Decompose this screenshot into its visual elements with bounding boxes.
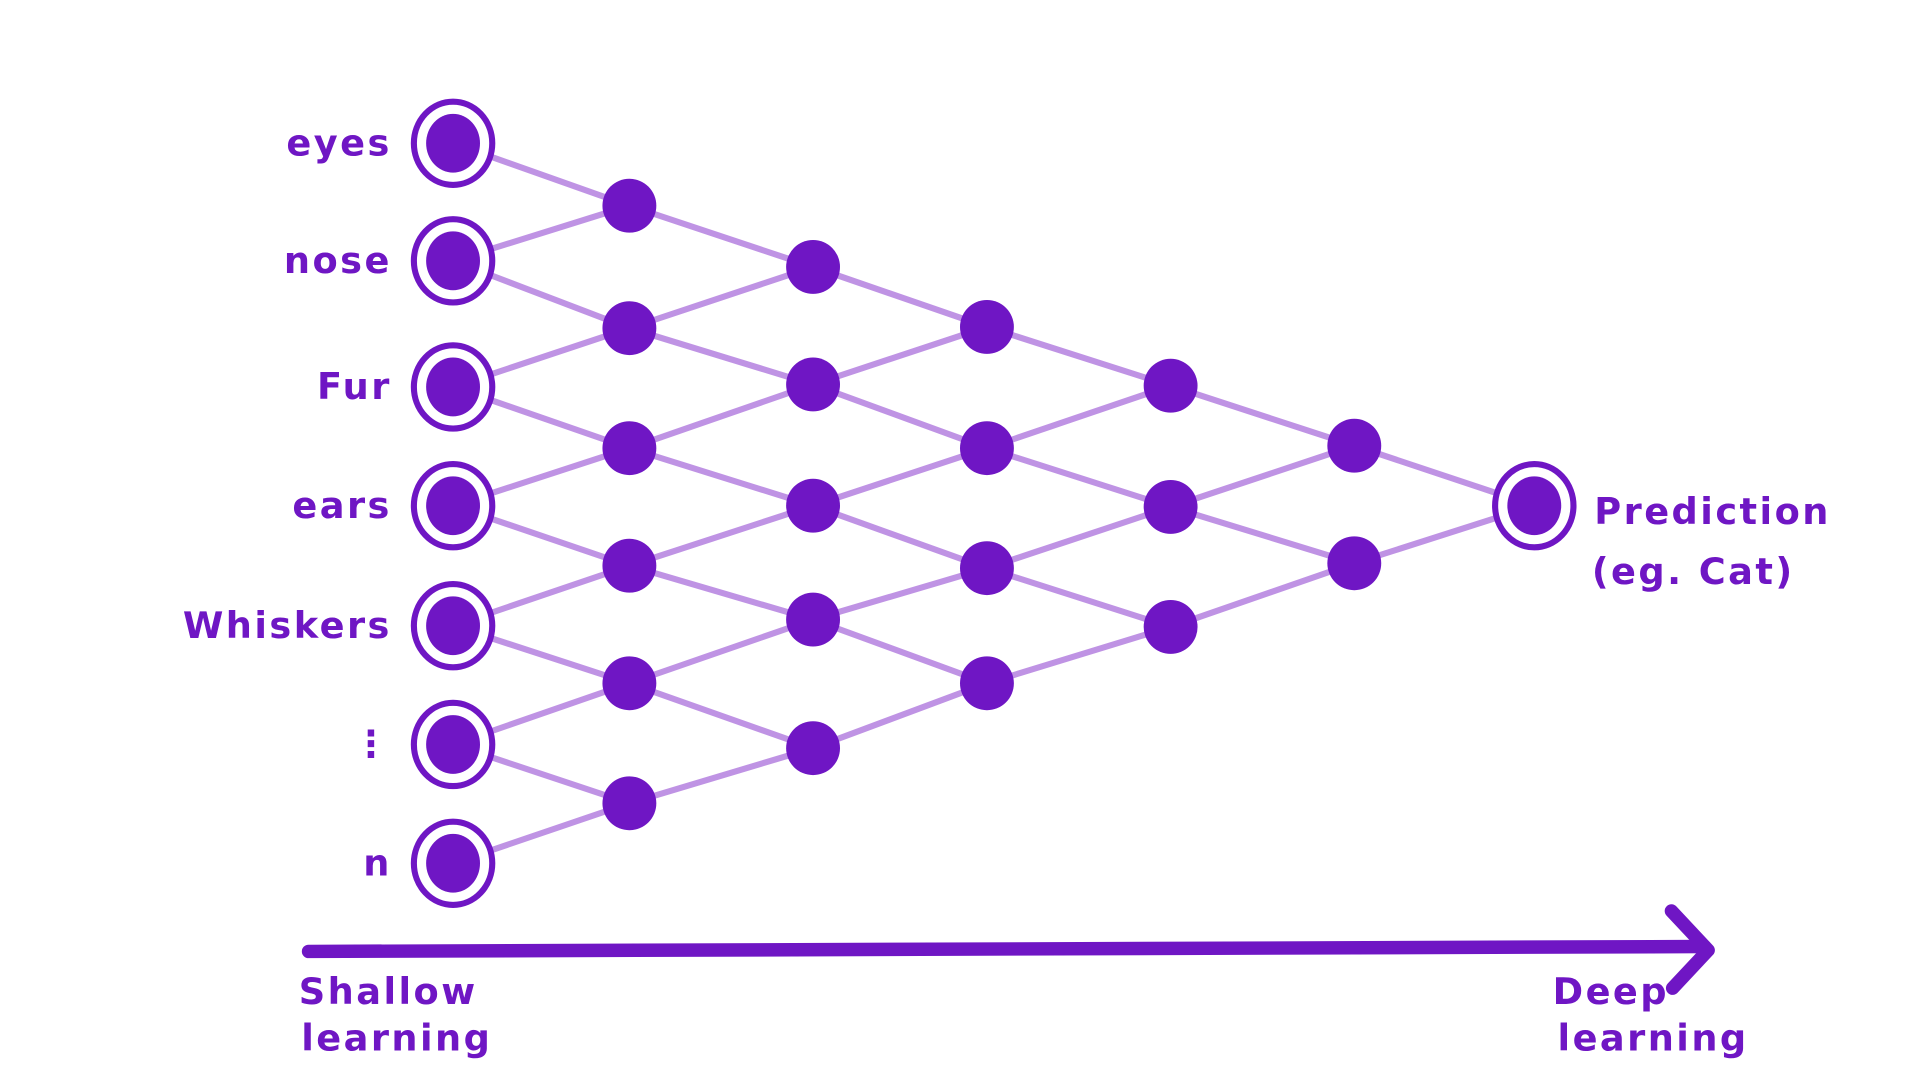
edge (1169, 560, 1356, 630)
input-label: Fur (317, 365, 392, 408)
hidden-node (960, 541, 1014, 596)
hidden-node (602, 656, 657, 711)
nodes (410, 98, 1577, 908)
edge (628, 381, 815, 452)
edges (451, 140, 1536, 867)
shallow-label-line1: Shallow (299, 970, 478, 1013)
edge (986, 565, 1172, 630)
input-node (426, 476, 480, 536)
shallow-label-line2: learning (301, 1017, 492, 1060)
hidden-node (602, 776, 657, 831)
edge (812, 502, 988, 572)
edge (628, 202, 815, 270)
deep-label-line2: learning (1558, 1017, 1749, 1060)
input-node (426, 596, 480, 656)
output-label-line2: (eg. Cat) (1592, 550, 1795, 593)
edge (628, 745, 814, 807)
hidden-node (1143, 600, 1198, 654)
edge (985, 504, 1172, 572)
input-node (426, 833, 480, 893)
hidden-node (1327, 418, 1382, 473)
edge (986, 445, 1172, 510)
hidden-node (1327, 536, 1382, 591)
input-label: ears (292, 484, 391, 527)
edge (628, 264, 815, 332)
input-node (426, 715, 480, 774)
output-label-line1: Prediction (1594, 490, 1831, 533)
edge (812, 565, 988, 623)
hidden-node (602, 421, 657, 476)
hidden-node (786, 357, 840, 412)
edge (986, 324, 1172, 389)
edge (628, 680, 815, 752)
edge (1169, 442, 1356, 510)
hidden-node (1143, 358, 1198, 413)
hidden-node (786, 592, 840, 647)
input-label: ⋮ (353, 723, 392, 766)
edge (628, 445, 814, 509)
hidden-node (602, 301, 657, 356)
hidden-node (602, 178, 657, 233)
edge (986, 624, 1172, 687)
edge (812, 264, 988, 330)
edge (628, 562, 814, 623)
hidden-node (960, 656, 1014, 711)
hidden-node (786, 478, 840, 533)
input-node (426, 357, 480, 417)
depth-axis-arrowhead (1664, 904, 1715, 995)
depth-axis-line (301, 939, 1712, 959)
input-label: Whiskers (183, 604, 392, 647)
edge (812, 381, 988, 452)
edge (1169, 504, 1356, 567)
hidden-node (960, 300, 1014, 354)
input-label: n (363, 842, 392, 885)
edge (985, 382, 1172, 452)
edge (628, 325, 814, 388)
input-label: nose (284, 239, 392, 282)
edge (812, 445, 988, 509)
edge (812, 324, 988, 388)
hidden-node (960, 421, 1014, 476)
edge (812, 616, 988, 687)
input-node (426, 113, 480, 173)
deep-label-line1: Deep (1553, 970, 1669, 1013)
input-label: eyes (286, 122, 391, 165)
input-node (426, 231, 480, 291)
edge (1169, 382, 1356, 449)
hidden-node (786, 240, 840, 294)
hidden-node (786, 721, 840, 776)
edge (628, 616, 815, 687)
edge (811, 680, 989, 752)
output-node (1507, 476, 1562, 536)
hidden-node (1143, 480, 1198, 534)
edge (628, 502, 815, 569)
hidden-node (602, 538, 657, 593)
